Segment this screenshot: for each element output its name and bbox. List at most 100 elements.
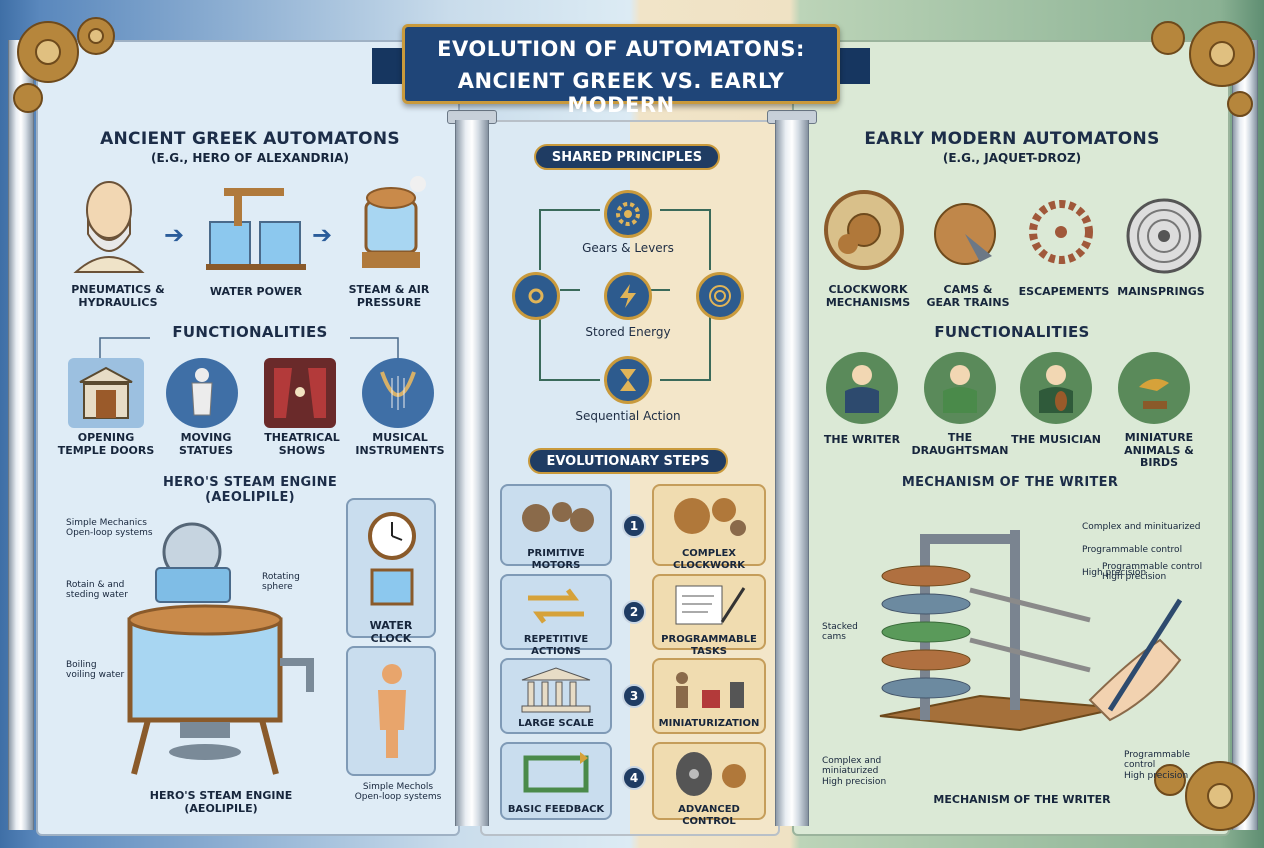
step1-left-label: PRIMITIVE MOTORS [527,548,585,571]
mechanism-title: MECHANISM OF THE WRITER [901,475,1119,490]
func-theatrical-shows: THEATRICAL SHOWS [264,431,340,457]
outer-column-left [8,40,34,830]
item-clockwork: CLOCKWORK MECHANISMS [825,283,911,309]
writer-icon [826,352,898,424]
principle-sequential-action: Sequential Action [575,409,681,423]
principle-stored-energy: Stored Energy [585,325,671,339]
bullet-3: High precision [1082,568,1147,579]
outer-column-right [1232,40,1258,830]
lever-icon [512,272,560,320]
func-temple-doors: OPENING TEMPLE DOORS [57,431,155,457]
gears-icon [522,502,594,532]
func-musical-instruments: MUSICAL INSTRUMENTS [355,431,445,457]
engine-caption: HERO'S STEAM ENGINE (AEOLIPILE) [149,789,293,815]
callout-simple-mechanics: Simple Mechanics Open-loop systems [66,518,153,539]
bird-automaton-icon [1118,352,1190,424]
arrow-icon: ➔ [164,221,185,249]
cam-gear-icon [934,203,996,265]
musician-icon [1020,352,1092,424]
steam-boiler-icon [362,176,426,268]
aeolipile-illustration [127,522,314,775]
lyre-instrument-icon [362,358,434,428]
hero-bust-icon [73,181,145,273]
item-mainsprings: MAINSPRINGS [1117,285,1205,298]
temple-doors-icon [68,358,144,428]
principle-gears-levers: Gears & Levers [582,241,674,255]
bullet-2: Programmable control [1082,545,1183,556]
step4-left-card: BASIC FEEDBACK [500,742,612,820]
greek-column-right [775,120,809,826]
callout-complex: Complex and miniaturized High precision [822,756,887,787]
lightning-icon [604,272,652,320]
escapement-wheel-icon [1029,200,1093,264]
bullet-1: Complex and minituarized [1082,521,1201,532]
corner-gears-top-right [1151,21,1255,117]
quill-paper-icon [675,585,746,625]
arrow-icon: ➔ [312,221,333,249]
step2-number: 2 [622,600,646,624]
early-modern-heading: EARLY MODERN AUTOMATONS [864,129,1160,149]
item-steam-air: STEAM & AIR PRESSURE [348,283,430,309]
water-clock-icon [368,512,416,606]
theater-stage-icon [264,358,336,428]
item-escapements: ESCAPEMENTS [1018,285,1110,298]
step3-left-label: LARGE SCALE [518,718,594,729]
step3-right-card: MINIATURIZATION [652,658,766,734]
step3-left-card: LARGE SCALE [500,658,612,734]
ancient-functionalities-title: FUNCTIONALITIES [172,323,328,341]
step4-left-label: BASIC FEEDBACK [507,804,605,815]
title-line-1: EVOLUTION OF AUTOMATONS: [437,37,805,61]
feedback-loop-icon [523,752,589,793]
engine-title: HERO'S STEAM ENGINE (AEOLIPILE) [162,475,338,505]
water-clock-label: WATER CLOCK [369,619,413,645]
evolutionary-steps-pill: EVOLUTIONARY STEPS [528,448,728,474]
func-musician: THE MUSICIAN [1011,433,1101,446]
step3-right-label: MINIATURIZATION [658,718,760,729]
early-modern-subheading: (e.g., JAQUET-DROZ) [942,151,1082,165]
step4-right-card: ADVANCED CONTROL [652,742,766,827]
water-power-icon [206,188,306,270]
functionalities-bracket [99,337,399,360]
moving-statue-icon [166,358,238,428]
callout-programmable-2: Programmable control High precision [1124,750,1191,781]
corner-gears-top-left [13,17,115,113]
person-icon [378,664,406,758]
temple-icon [521,667,591,713]
mechanism-bullets: Complex and minituarized Programmable co… [1082,510,1222,592]
shared-principles-pill: SHARED PRINCIPLES [534,144,720,170]
water-clock-card: WATER CLOCK [346,498,436,645]
spring-icon [696,272,744,320]
item-water-power: WATER POWER [209,285,303,298]
step1-left-card: PRIMITIVE MOTORS [500,484,612,571]
writer-mechanism-illustration [879,530,1183,732]
step2-left-card: REPETITIVE ACTIONS [500,574,612,657]
early-modern-panel [792,40,1230,836]
gear-icon [604,190,652,238]
ancient-subheading: (e.g., HERO OF ALEXANDRIA) [151,151,349,165]
func-draughtsman: THE DRAUGHTSMAN [911,431,1009,457]
principles-cycle-diagram [539,209,711,381]
callout-rotain: Rotain & and steding water [66,580,128,601]
pocket-watch-icon [824,190,904,270]
callout-rotating-sphere: Rotating sphere [262,572,300,593]
func-moving-statues: MOVING STATUES [178,431,234,457]
step2-right-card: PROGRAMMABLE TASKS [652,574,766,657]
callout-programmable: Programmable control High precision [1102,562,1203,583]
step1-right-card: COMPLEX CLOCKWORK [652,484,766,571]
step4-number: 4 [622,766,646,790]
corner-gears-bottom-right [1154,761,1255,831]
miniature-figures-icon [676,672,744,708]
control-cam-icon [676,752,746,796]
step4-right-label: ADVANCED CONTROL [678,804,740,827]
item-cams: CAMS & GEAR TRAINS [926,283,1010,309]
step1-number: 1 [622,514,646,538]
func-miniature-animals: MINIATURE ANIMALS & BIRDS [1124,431,1194,470]
ancient-heading: ANCIENT GREEK AUTOMATONS [100,129,400,149]
item-pneumatics: PNEUMATICS & HYDRAULICS [71,283,165,309]
step3-number: 3 [622,684,646,708]
title-banner: EVOLUTION OF AUTOMATONS: ANCIENT GREEK V… [402,24,840,117]
repeat-arrows-icon [528,588,584,624]
step2-left-label: REPETITIVE ACTIONS [523,634,589,657]
mainspring-icon [1126,198,1202,274]
callout-simple-mechols: Simple Mechols Open-loop systems [354,782,442,803]
